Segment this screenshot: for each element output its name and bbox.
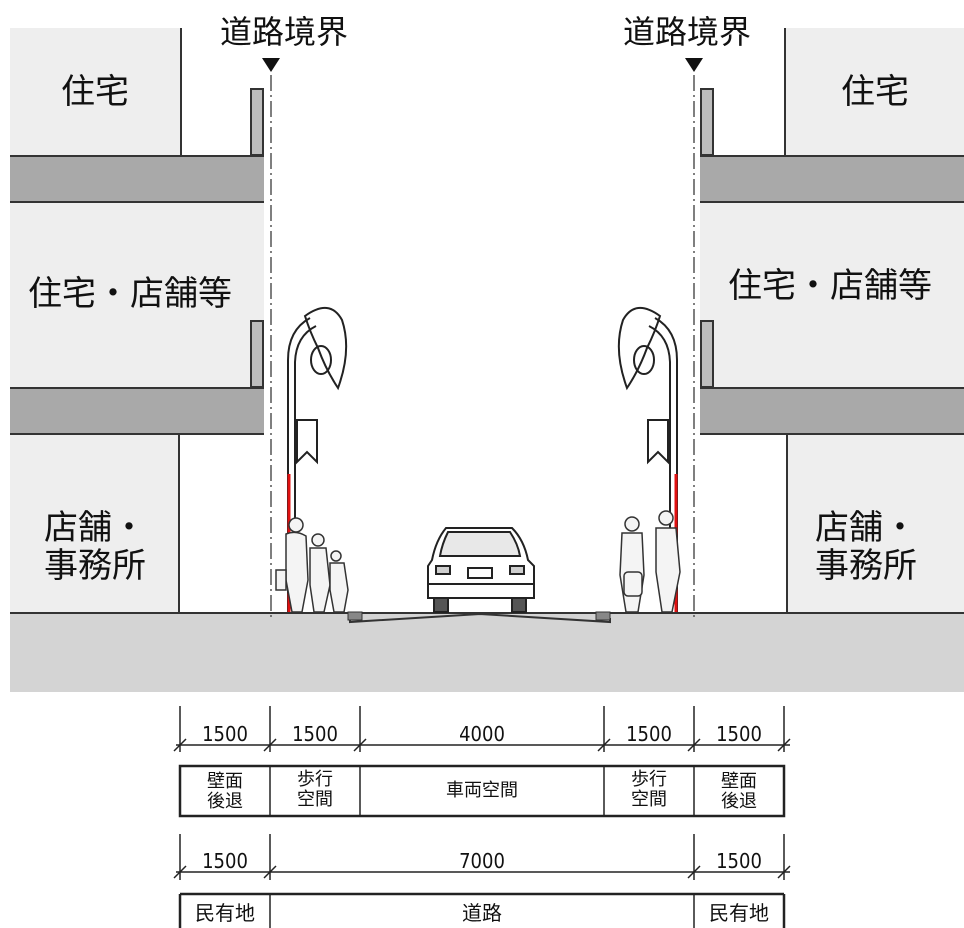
cell-row1-4-line1: 歩行 (631, 769, 667, 790)
cell-row1-4-line2: 空間 (631, 789, 667, 810)
left-wall-upper (250, 88, 264, 156)
cell-row1-1-line1: 壁面 (207, 771, 243, 792)
cell-row1-1-line2: 後退 (207, 791, 243, 812)
right-slab-2 (700, 387, 964, 435)
right-pedestrians-icon (619, 510, 681, 613)
left-road-boundary-label: 道路境界 (220, 13, 349, 51)
dim-row1-value-1: 1500 (202, 722, 248, 746)
right-wall-upper (700, 88, 714, 156)
left-building-top-label: 住宅 (61, 72, 129, 112)
cell-row1-2-line1: 歩行 (297, 769, 333, 790)
dim-row2-value-2: 7000 (459, 849, 505, 873)
dim-row2-value-3: 1500 (716, 849, 762, 873)
right-building-bottom-label-line2: 事務所 (815, 546, 917, 586)
dim-row1-value-2: 1500 (292, 722, 338, 746)
ground-slab (10, 612, 964, 692)
cell-row1-3: 車両空間 (446, 780, 518, 801)
cell-row2-1: 民有地 (195, 901, 255, 925)
left-building-ground-floor (10, 435, 180, 613)
left-street-lamp-icon (287, 307, 348, 612)
dim-row1-value-3: 4000 (459, 722, 505, 746)
right-slab-1 (700, 155, 964, 203)
right-wall-middle (700, 320, 714, 388)
left-wall-middle (250, 320, 264, 388)
cell-row1-2-line2: 空間 (297, 789, 333, 810)
left-building-middle-label: 住宅・店舗等 (28, 274, 232, 314)
right-building-middle-label: 住宅・店舗等 (728, 266, 932, 306)
cell-row2-2: 道路 (462, 901, 502, 925)
right-building-upper-floor (786, 28, 964, 156)
right-upper-setback-area (700, 28, 786, 156)
left-pedestrians-icon (275, 517, 349, 613)
right-road-boundary-label: 道路境界 (623, 13, 752, 51)
dim-row1-value-5: 1500 (716, 722, 762, 746)
left-upper-setback-area (180, 28, 268, 156)
left-building-bottom-label-line1: 店舗・ (44, 508, 146, 548)
right-building-top-label: 住宅 (841, 72, 909, 112)
right-building-middle-floor (700, 203, 964, 387)
dim-row1-value-4: 1500 (626, 722, 672, 746)
right-building-bottom-label-line1: 店舗・ (815, 508, 917, 548)
left-building-middle-floor (10, 203, 264, 387)
left-slab-2 (10, 387, 264, 435)
car-icon (427, 527, 535, 613)
left-building-bottom-label-line2: 事務所 (44, 546, 146, 586)
left-slab-1 (10, 155, 264, 203)
left-building-upper-floor (10, 28, 180, 156)
cell-row1-5-line2: 後退 (721, 791, 757, 812)
right-building-ground-floor (786, 435, 964, 613)
cell-row2-3: 民有地 (709, 901, 769, 925)
cell-row1-5-line1: 壁面 (721, 771, 757, 792)
right-street-lamp-icon (617, 307, 678, 612)
dim-row2-value-1: 1500 (202, 849, 248, 873)
